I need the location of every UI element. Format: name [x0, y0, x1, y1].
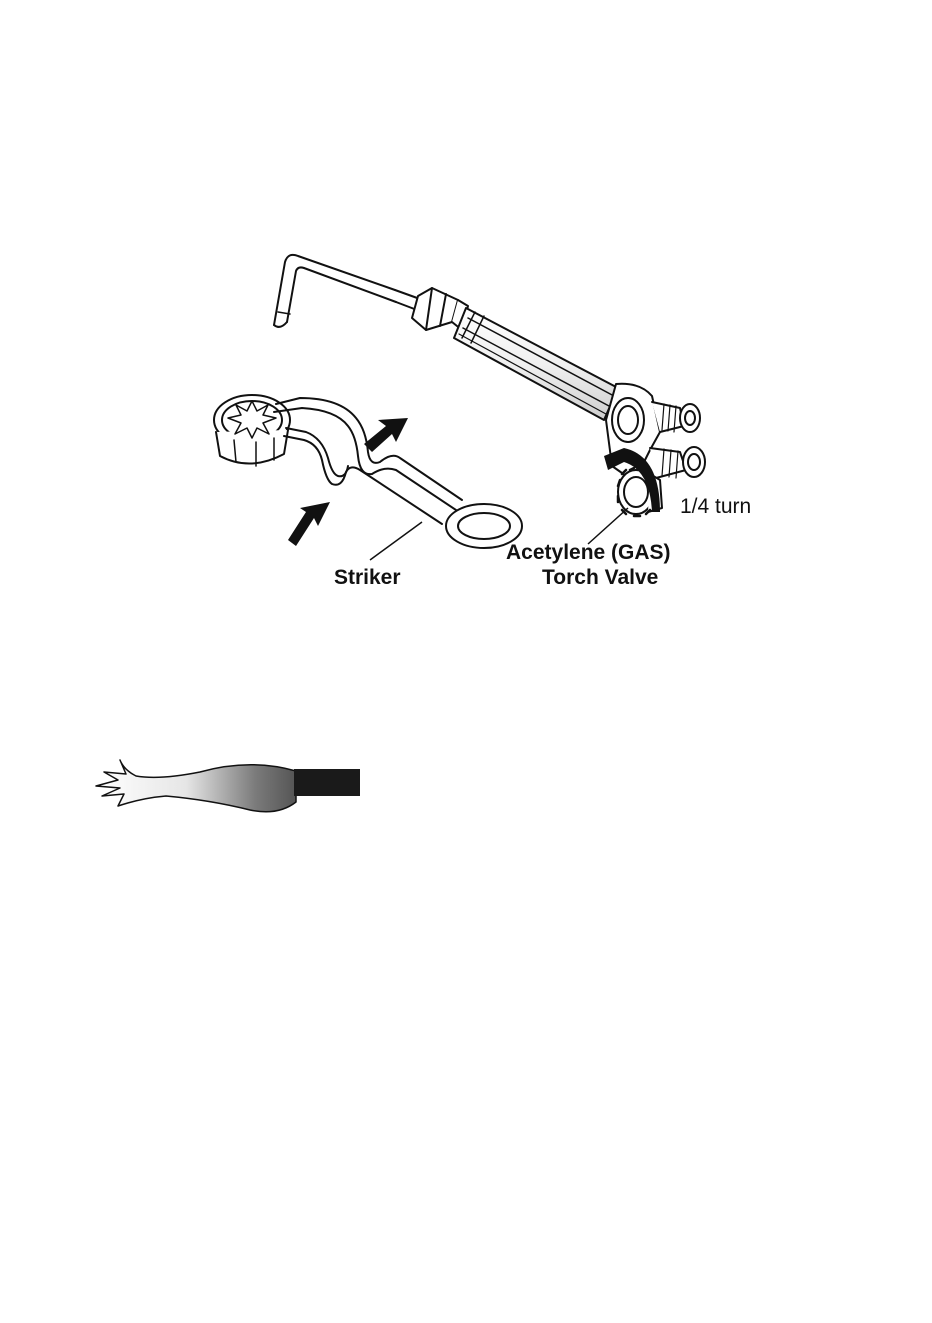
valve-leader-line [588, 508, 628, 544]
valve-label-line1: Acetylene (GAS) [506, 541, 671, 564]
striker-label: Striker [334, 566, 401, 589]
acetylene-flame [96, 760, 360, 812]
arrow-icon [364, 418, 408, 452]
striker [214, 395, 522, 548]
valve-body [606, 384, 705, 480]
arrow-icon [288, 502, 330, 546]
striker-wire [274, 398, 462, 524]
torch-tip [274, 255, 396, 327]
valve-label-line2: Torch Valve [542, 566, 658, 589]
torch-tip-tube [294, 769, 360, 796]
quarter-turn-label: 1/4 turn [680, 495, 751, 518]
striker-leader-line [370, 522, 422, 560]
torch-handle [454, 308, 618, 420]
